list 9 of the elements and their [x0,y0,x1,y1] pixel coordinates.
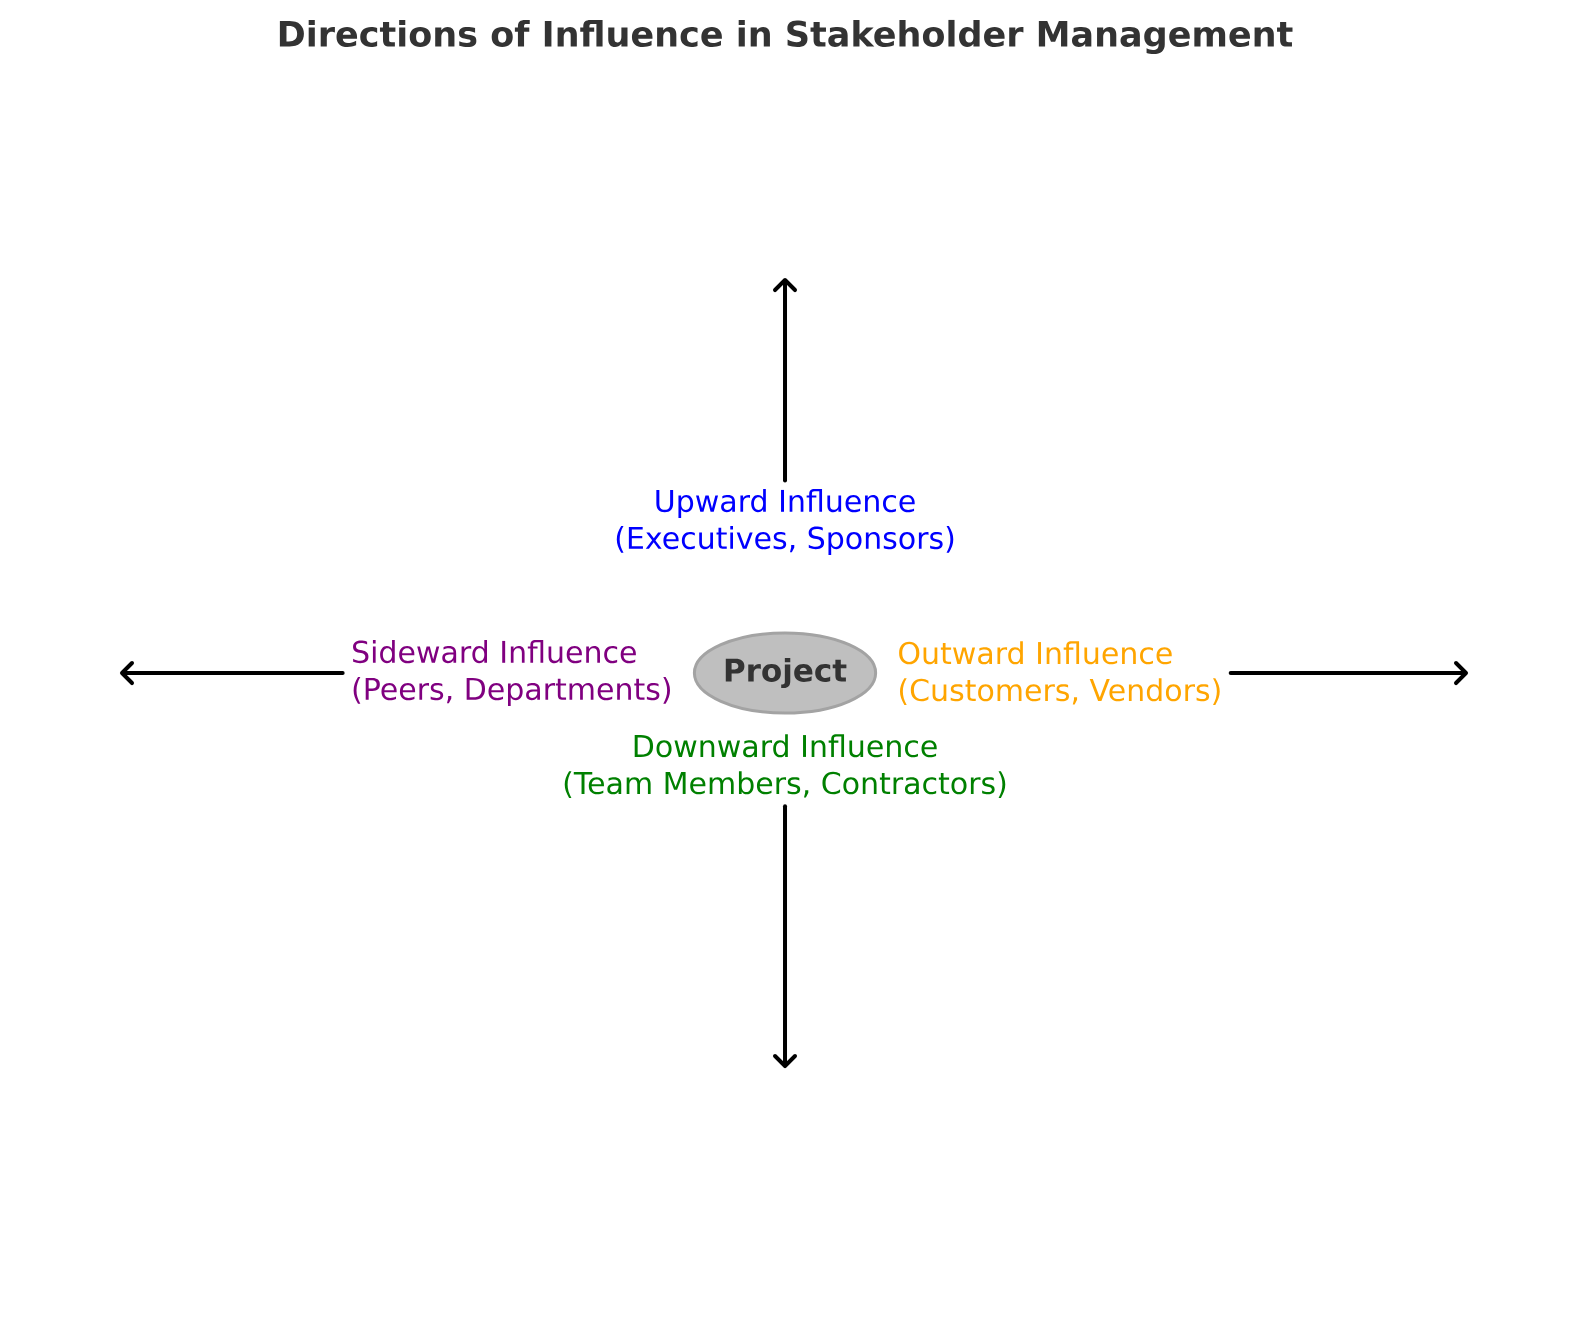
influence-label: Downward Influence (Team Members, Contractors) [564,734,1006,798]
arrow [1228,661,1468,685]
influence-label: Outward Influence (Customers, Vendors) [899,641,1220,705]
arrow [120,661,345,685]
arrow [773,804,797,1068]
influence-label: Sideward Influence (Peers, Departments) [353,640,670,707]
influence-label: Upward Influence (Executives, Sponsors) [616,489,954,556]
title: Directions of Influence in Stakeholder Management [279,19,1293,55]
arrow [773,278,797,483]
